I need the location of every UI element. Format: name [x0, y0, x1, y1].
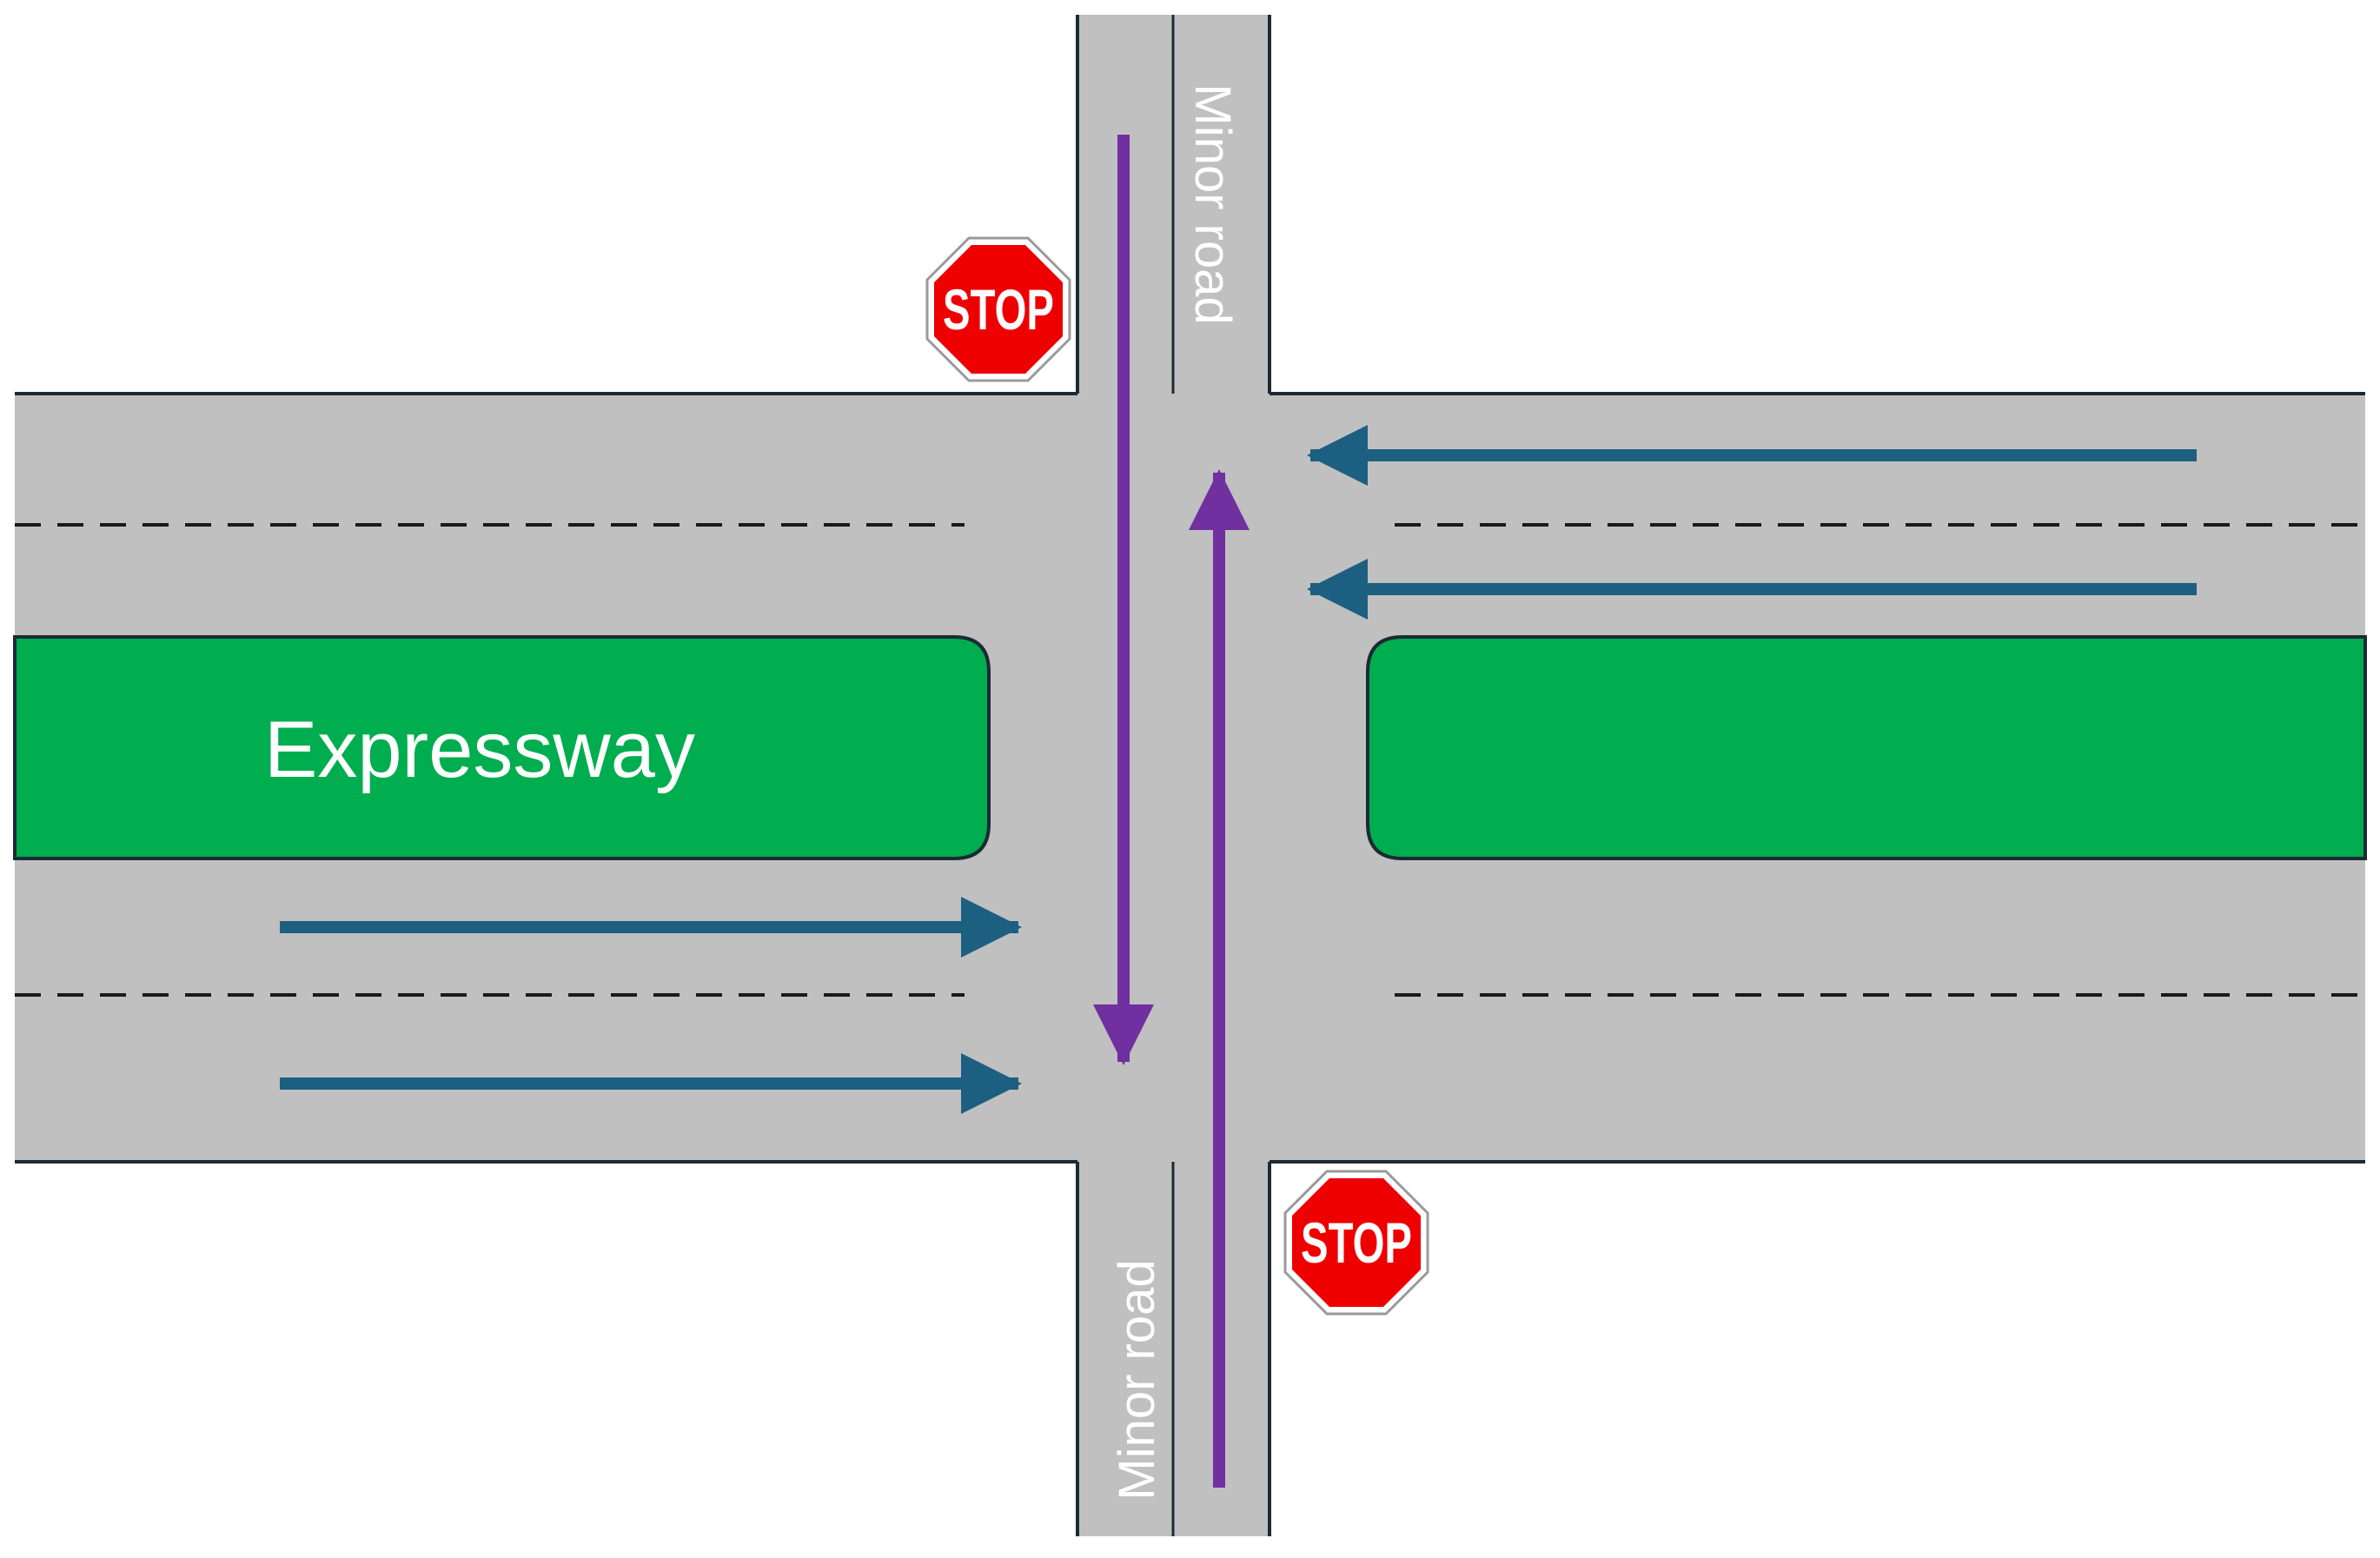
- stop-sign-south-text: STOP: [1301, 1210, 1412, 1275]
- minor-road-south: [1076, 1162, 1271, 1536]
- lane-markings: [15, 523, 2365, 997]
- median-west: [13, 635, 991, 860]
- stop-sign-north: STOP: [925, 236, 1071, 382]
- minor-road-traffic-arrows: [1093, 135, 1250, 1488]
- stop-sign-south: STOP: [1283, 1170, 1429, 1316]
- minor-road-north: [1076, 15, 1271, 394]
- expressway-label: Expressway: [264, 706, 695, 794]
- median-east: [1366, 635, 2367, 860]
- stop-sign-north-text: STOP: [943, 277, 1054, 341]
- expressway-traffic-arrows: [280, 425, 2197, 1114]
- minor-road-north-label: Minor road: [1184, 83, 1241, 324]
- minor-road-south-label: Minor road: [1109, 1259, 1165, 1500]
